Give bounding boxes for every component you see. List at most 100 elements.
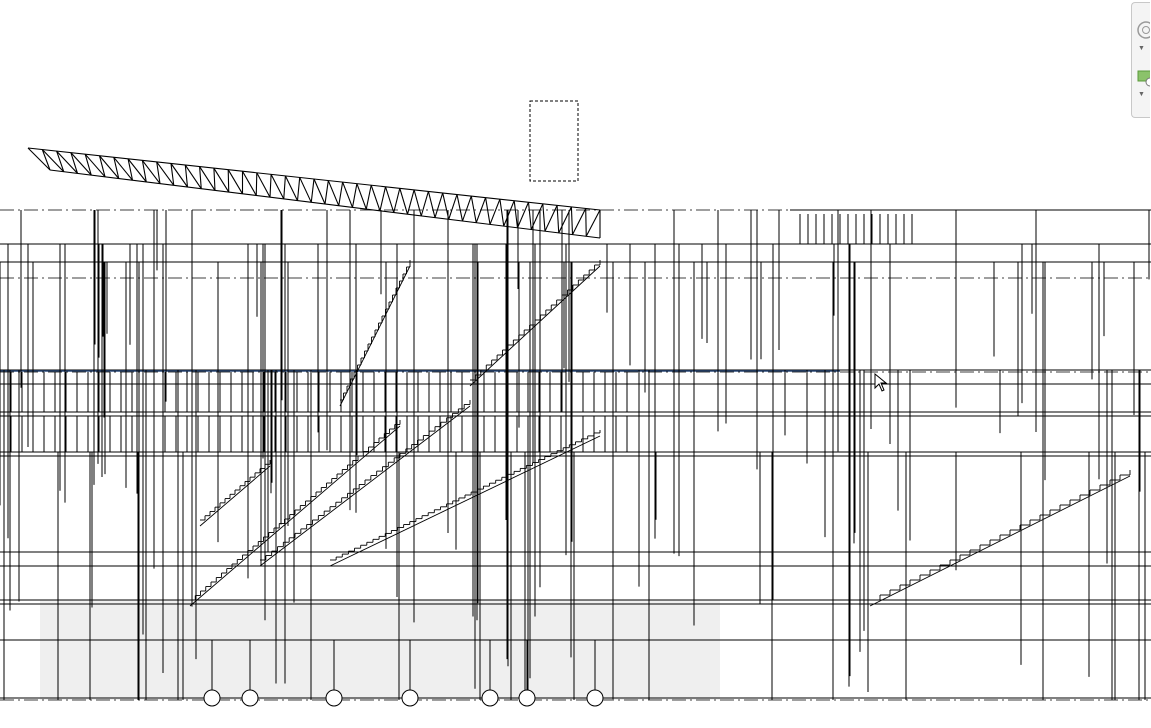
line: [420, 191, 429, 217]
line: [542, 203, 546, 232]
line: [189, 425, 401, 607]
line: [585, 209, 601, 237]
line: [530, 203, 544, 230]
chevron-down-icon[interactable]: ▼: [1138, 91, 1145, 98]
line: [370, 185, 381, 211]
line: [338, 182, 344, 206]
line: [199, 166, 216, 191]
line: [141, 160, 161, 184]
line: [70, 152, 92, 176]
line: [156, 161, 161, 184]
line: [413, 189, 422, 217]
line: [213, 167, 230, 193]
line: [499, 199, 505, 227]
seating-tiers: [189, 260, 1131, 607]
line: [98, 155, 106, 177]
line: [299, 177, 312, 203]
line: [213, 168, 216, 191]
line: [296, 177, 301, 201]
line: [527, 202, 532, 230]
line: [351, 183, 358, 208]
line: [113, 156, 133, 181]
line: [448, 194, 458, 220]
line: [141, 160, 147, 182]
line: [313, 178, 326, 205]
line: [269, 174, 272, 198]
line: [324, 180, 329, 205]
steering-wheel-button[interactable]: [1135, 19, 1150, 41]
line: [570, 206, 574, 235]
line: [544, 205, 558, 232]
line: [156, 161, 175, 186]
chevron-down-icon[interactable]: ▼: [1138, 45, 1145, 52]
line: [558, 206, 572, 234]
line: [284, 175, 298, 201]
line: [310, 178, 315, 203]
tower-outline: [529, 100, 579, 182]
grid-bubble[interactable]: [325, 689, 343, 707]
line: [384, 186, 395, 213]
line: [242, 170, 257, 196]
line: [329, 435, 601, 567]
line: [427, 191, 436, 218]
zoom-region-icon: [1137, 70, 1150, 87]
line: [585, 208, 587, 237]
grid-bubble[interactable]: [481, 689, 499, 707]
line: [56, 150, 65, 172]
line: [199, 166, 202, 189]
grid-bubble[interactable]: [203, 689, 221, 707]
steering-wheel-icon: [1137, 21, 1150, 39]
line: [99, 155, 120, 179]
line: [283, 175, 286, 199]
line: [485, 197, 491, 225]
line: [475, 197, 487, 223]
line: [516, 202, 530, 229]
line: [339, 265, 411, 407]
line: [127, 158, 147, 183]
line: [84, 154, 92, 176]
line: [127, 158, 134, 181]
ground-fill: [40, 600, 720, 700]
grid-bubble[interactable]: [586, 689, 604, 707]
line: [259, 405, 471, 567]
line: [170, 163, 175, 186]
ground-fill: [40, 600, 720, 700]
line: [227, 169, 230, 193]
line: [56, 150, 78, 174]
line: [356, 183, 367, 210]
line: [84, 153, 106, 178]
grid-bubble[interactable]: [401, 689, 419, 707]
mouse-pointer-icon: [874, 372, 888, 398]
line: [399, 188, 409, 215]
line: [434, 192, 444, 218]
navigation-bar: ▼ ▼: [1131, 2, 1150, 118]
roof-truss: [27, 147, 601, 239]
line: [393, 188, 401, 213]
line: [27, 147, 51, 171]
line: [227, 169, 243, 195]
grid-bubble[interactable]: [241, 689, 259, 707]
line: [255, 172, 258, 196]
grid-bubble[interactable]: [518, 689, 536, 707]
line: [184, 164, 189, 188]
line: [41, 149, 51, 171]
line: [327, 180, 340, 206]
line: [256, 172, 271, 198]
line: [365, 185, 372, 210]
line: [469, 265, 601, 387]
line: [113, 157, 120, 179]
line: [503, 200, 515, 227]
line: [184, 164, 202, 190]
line: [406, 189, 415, 215]
line: [199, 465, 271, 527]
line: [442, 192, 450, 220]
line: [489, 198, 501, 225]
line: [342, 181, 354, 208]
grid-bubbles: [203, 689, 604, 707]
line: [470, 195, 477, 223]
line: [572, 208, 587, 235]
line: [456, 194, 464, 222]
line: [379, 186, 387, 211]
zoom-region-button[interactable]: [1135, 67, 1150, 89]
